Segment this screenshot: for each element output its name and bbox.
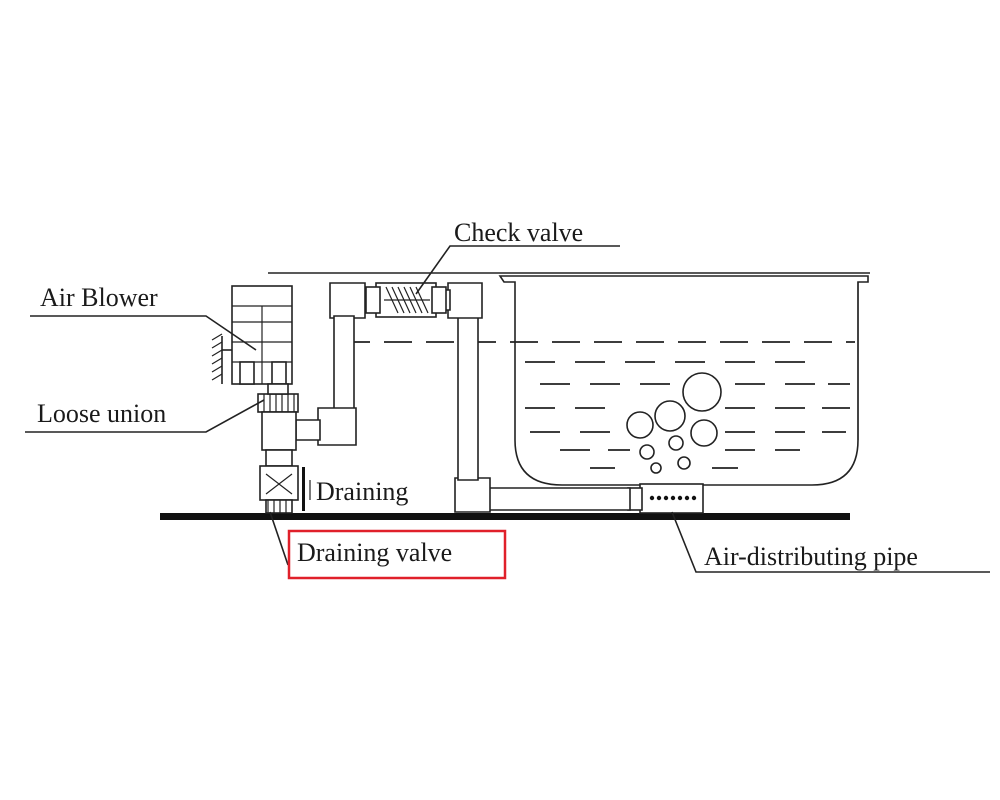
loose-union-label: Loose union: [37, 399, 166, 428]
bathtub: [498, 275, 869, 486]
tee-fitting: [261, 411, 297, 467]
check-valve: [365, 282, 447, 318]
draining-arrow: [302, 467, 305, 511]
leader-lines: [25, 245, 990, 573]
air-distributing-pipe-label: Air-distributing pipe: [704, 542, 918, 571]
draining-valve-highlight-box: [287, 529, 507, 580]
air-distributing-pipe: [627, 483, 704, 514]
air-bubbles: [626, 372, 722, 474]
draining-valve: [259, 465, 299, 514]
draining-valve-label: Draining valve: [297, 538, 452, 567]
loose-union: [257, 383, 299, 413]
air-blower-label: Air Blower: [40, 283, 158, 312]
water-dashes: [525, 361, 850, 469]
air-blower: [211, 285, 293, 385]
check-valve-label: Check valve: [454, 218, 583, 247]
floor-line: [160, 513, 850, 520]
draining-label: Draining: [316, 477, 408, 506]
